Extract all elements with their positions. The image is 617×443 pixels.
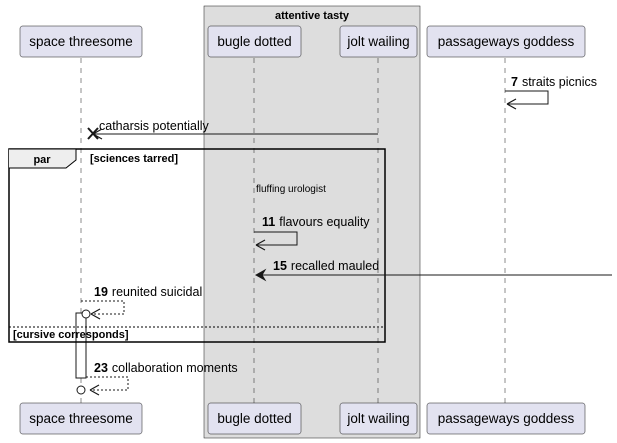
participant-passageways-goddess-bottom[interactable]: passageways goddess xyxy=(426,402,586,435)
participant-label: bugle dotted xyxy=(217,34,291,49)
message-19-self-return: 19 reunited suicidal xyxy=(81,285,202,320)
message-text: straits picnics xyxy=(522,75,597,89)
group-title: attentive tasty xyxy=(275,10,350,22)
message-number: 11 xyxy=(262,215,275,229)
fragment-keyword: par xyxy=(33,154,51,166)
message-catharsis-destroy: catharsis potentially xyxy=(87,119,378,140)
participant-label: jolt wailing xyxy=(346,411,409,426)
participant-label: passageways goddess xyxy=(438,411,575,426)
participant-jolt-wailing-top[interactable]: jolt wailing xyxy=(339,25,418,58)
message-number: 7 xyxy=(511,75,518,89)
destroy-x-icon xyxy=(87,127,99,140)
participant-space-threesome-bottom[interactable]: space threesome xyxy=(19,402,143,435)
participant-label: jolt wailing xyxy=(346,34,409,49)
participant-space-threesome-top[interactable]: space threesome xyxy=(19,25,143,58)
message-number: 19 xyxy=(94,285,108,299)
fragment-guard-2: [cursive corresponds] xyxy=(13,329,129,341)
participant-passageways-goddess-top[interactable]: passageways goddess xyxy=(426,25,586,58)
message-text: flavours equality xyxy=(279,215,370,229)
message-number: 15 xyxy=(273,259,287,273)
message-23-self-return: 23 collaboration moments xyxy=(76,361,238,396)
message-text: catharsis potentially xyxy=(99,119,210,133)
message-text: recalled mauled xyxy=(291,259,379,273)
message-text: reunited suicidal xyxy=(112,285,202,299)
message-text: collaboration moments xyxy=(112,361,238,375)
lifelines xyxy=(80,58,506,403)
par-fragment: par [sciences tarred] [cursive correspon… xyxy=(8,148,386,343)
message-7-self: 7 straits picnics xyxy=(505,75,597,110)
message-15-incoming: 15 recalled mauled xyxy=(254,259,612,282)
participant-label: passageways goddess xyxy=(438,34,575,49)
activation-bar xyxy=(75,312,87,379)
participant-label: bugle dotted xyxy=(217,411,291,426)
participant-bugle-dotted-bottom[interactable]: bugle dotted xyxy=(207,402,302,435)
found-circle xyxy=(76,385,86,395)
participant-group-box: attentive tasty xyxy=(203,5,421,439)
fragment-guard-1: [sciences tarred] xyxy=(90,153,178,165)
participant-label: space threesome xyxy=(29,34,133,49)
participant-jolt-wailing-bottom[interactable]: jolt wailing xyxy=(339,402,418,435)
delay-text: fluffing urologist xyxy=(256,184,326,195)
arrow-head xyxy=(506,98,517,110)
found-circle xyxy=(81,309,91,319)
message-number: 23 xyxy=(94,361,108,375)
participant-bugle-dotted-top[interactable]: bugle dotted xyxy=(207,25,302,58)
participant-label: space threesome xyxy=(29,411,133,426)
message-11-self: 11 flavours equality xyxy=(254,215,370,251)
